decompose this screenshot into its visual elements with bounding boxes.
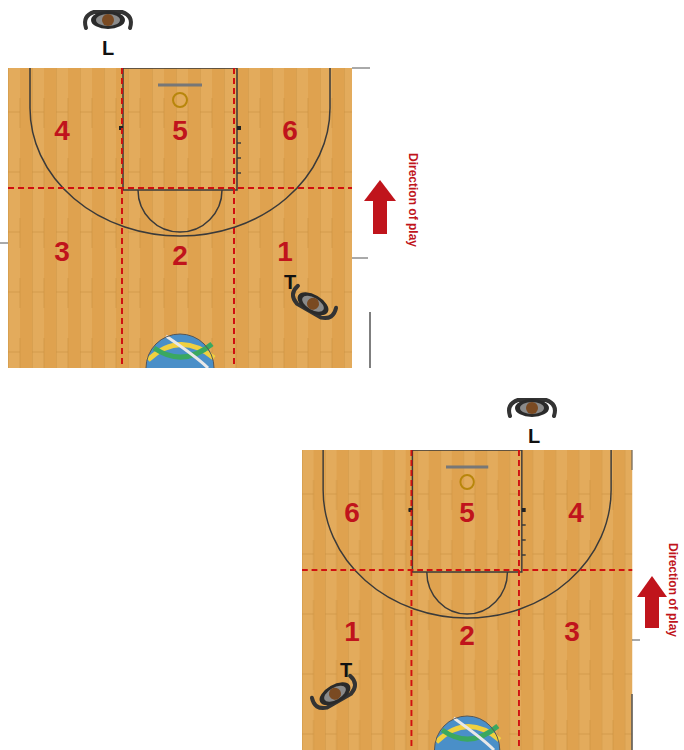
referee-label: L (102, 38, 114, 58)
zone-number: 5 (459, 499, 475, 527)
zone-number: 4 (568, 499, 584, 527)
zone-number: 4 (54, 117, 70, 145)
zone-number: 3 (54, 238, 70, 266)
zone-number: 3 (564, 618, 580, 646)
referee-label: L (528, 426, 540, 446)
zone-number: 5 (172, 117, 188, 145)
zone-number: 2 (172, 242, 188, 270)
zone-number: 6 (344, 499, 360, 527)
zone-number: 6 (282, 117, 298, 145)
zone-number: 1 (277, 238, 293, 266)
zone-number: 2 (459, 622, 475, 650)
direction-label: Direction of play (667, 543, 679, 637)
zone-number: 1 (344, 618, 360, 646)
referee-label: T (340, 660, 352, 680)
referee-label: T (284, 272, 296, 292)
direction-label: Direction of play (407, 153, 419, 247)
